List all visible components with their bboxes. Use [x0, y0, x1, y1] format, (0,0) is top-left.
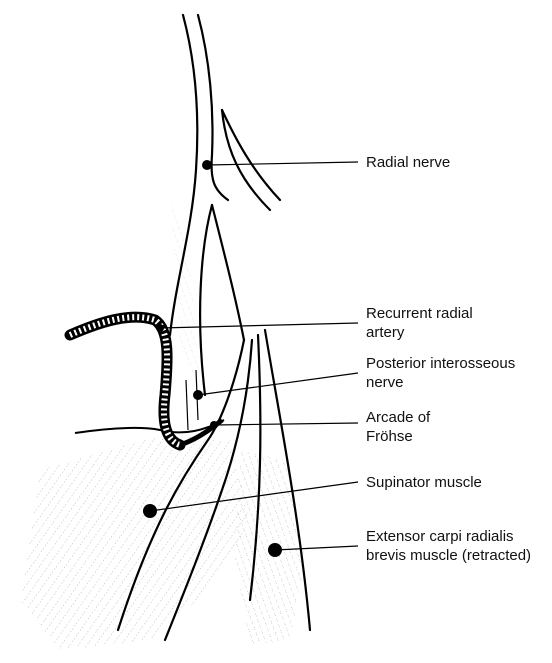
ecrb-muscle-dot	[268, 543, 282, 557]
label-supinator-muscle-text: Supinator muscle	[366, 473, 482, 492]
label-ecrb-muscle-line2: brevis muscle (retracted)	[366, 546, 531, 565]
forearm-outline-shading	[170, 190, 200, 390]
label-supinator-muscle: Supinator muscle	[366, 473, 482, 492]
label-recurrent-radial-artery-line1: Recurrent radial	[366, 304, 473, 323]
label-recurrent-radial-artery-line2: artery	[366, 323, 473, 342]
label-arcade-of-frohse-line2: Fröhse	[366, 427, 430, 446]
posterior-interosseous-nerve-dot	[193, 390, 203, 400]
label-arcade-of-frohse: Arcade of Fröhse	[366, 408, 430, 446]
label-posterior-interosseous-nerve-line1: Posterior interosseous	[366, 354, 515, 373]
nerve-bridge	[186, 370, 198, 430]
label-radial-nerve-text: Radial nerve	[366, 153, 450, 172]
radial-nerve-dot	[202, 160, 212, 170]
label-ecrb-muscle-line1: Extensor carpi radialis	[366, 527, 531, 546]
label-recurrent-radial-artery: Recurrent radial artery	[366, 304, 473, 342]
arcade-of-frohse-dot	[210, 421, 218, 429]
label-posterior-interosseous-nerve: Posterior interosseous nerve	[366, 354, 515, 392]
label-ecrb-muscle: Extensor carpi radialis brevis muscle (r…	[366, 527, 531, 565]
supinator-muscle-shading	[20, 435, 250, 650]
supinator-muscle-dot	[143, 504, 157, 518]
label-arcade-of-frohse-line1: Arcade of	[366, 408, 430, 427]
label-radial-nerve: Radial nerve	[366, 153, 450, 172]
arcade-of-frohse-edge	[75, 420, 224, 433]
recurrent-radial-artery-dot	[156, 324, 164, 332]
label-posterior-interosseous-nerve-line2: nerve	[366, 373, 515, 392]
